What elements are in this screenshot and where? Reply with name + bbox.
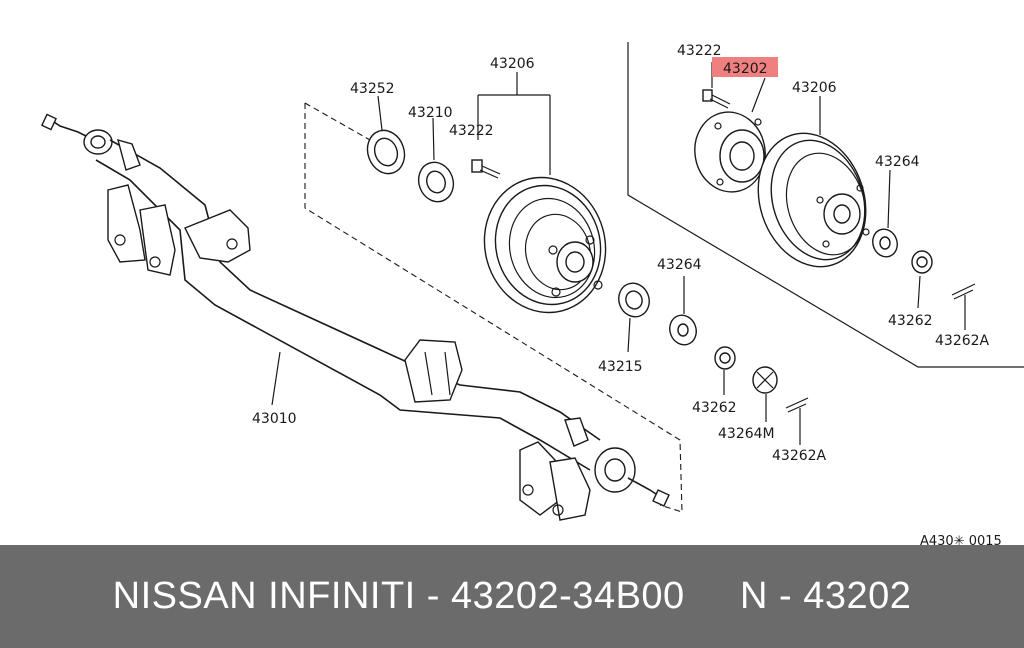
axle-beam-43010	[41, 113, 670, 521]
label-43215: 43215	[598, 359, 643, 375]
bearing-43210	[417, 161, 455, 203]
label-43010: 43010	[252, 411, 297, 427]
assembly-separator	[627, 42, 1024, 368]
brake-drum-43206-left	[483, 176, 607, 314]
label-43262A-mid: 43262A	[772, 448, 827, 464]
reference-code: A430✳ 0015	[920, 534, 1002, 545]
part-number-banner: NISSAN INFINITI - 43202-34B00 N - 43202	[0, 545, 1024, 648]
parts-diagram: 43252 43210 43206 43222 43222 43202 4320…	[41, 42, 1024, 545]
brake-drum-43206-right	[757, 132, 870, 268]
part-number-text: NISSAN INFINITI - 43202-34B00 N - 43202	[112, 575, 912, 617]
label-43264-right: 43264	[875, 154, 920, 170]
label-43222-left: 43222	[449, 123, 494, 139]
hub-bolt-43222-left	[471, 159, 501, 179]
label-43252: 43252	[350, 81, 395, 97]
cotter-pin-43262A-right	[951, 283, 976, 300]
label-43210: 43210	[408, 105, 453, 121]
wheel-hub-43202	[694, 111, 766, 193]
label-43264M: 43264M	[718, 426, 775, 442]
bearing-43215	[618, 282, 650, 318]
label-43262A-right: 43262A	[935, 333, 990, 349]
label-43264-mid: 43264	[657, 257, 702, 273]
part-highlight	[712, 57, 778, 77]
nut-43262-mid	[714, 346, 736, 370]
leader-lines	[271, 62, 966, 445]
label-43262-right: 43262	[888, 313, 933, 329]
castle-nut-43264M	[752, 366, 778, 394]
cotter-pin-43262A-mid	[785, 397, 809, 413]
exploded-view-boundary	[304, 102, 683, 513]
label-43262-mid: 43262	[692, 400, 737, 416]
nut-43262-right	[911, 250, 933, 274]
seal-43252	[366, 129, 406, 175]
label-43206-right: 43206	[792, 80, 837, 96]
label-43222-right: 43222	[677, 43, 722, 59]
label-43202: 43202	[723, 61, 768, 77]
hub-bolt-43222-right	[702, 89, 731, 109]
washer-43264-right	[872, 228, 898, 258]
label-43206-left: 43206	[490, 56, 535, 72]
washer-43264-mid	[669, 314, 697, 346]
